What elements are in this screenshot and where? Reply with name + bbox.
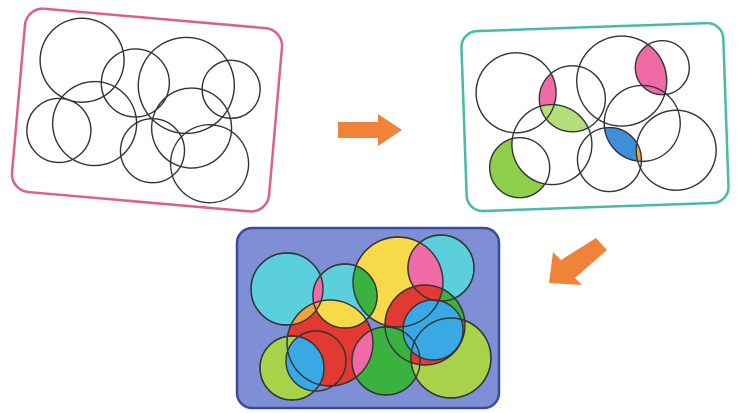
p2-circle [475, 52, 557, 134]
panel-step-3-circles [250, 234, 492, 401]
arrow-down-left-shape [549, 238, 607, 285]
p1-circle [39, 17, 125, 103]
p1-circle [51, 80, 138, 167]
panel-step-2-circles [475, 35, 717, 199]
p2-region-pink [635, 40, 669, 95]
p3-circle [286, 299, 374, 387]
arrow-down-left [549, 238, 607, 285]
p1-circle [137, 36, 235, 135]
p3-circle [352, 236, 444, 328]
p3-circle [250, 252, 324, 326]
arrow-right [338, 114, 402, 146]
p3-region-blue [286, 336, 324, 391]
p2-circle [634, 39, 690, 96]
p3-circle [285, 330, 347, 392]
p3-circle [259, 335, 325, 401]
p2-circle [603, 84, 681, 163]
p3-circle [402, 299, 464, 361]
p2-circle [576, 35, 668, 127]
p1-circle [100, 48, 171, 118]
panel-step-2 [460, 21, 730, 213]
p3-circle [351, 326, 421, 396]
p3-circle [410, 317, 492, 399]
p2-circle [635, 109, 717, 191]
p2-circle [576, 126, 643, 193]
p1-circle [169, 124, 250, 204]
p2-circle [488, 136, 551, 199]
p1-circle [119, 118, 186, 184]
arrow-right-shape [338, 114, 402, 146]
p3-circle [384, 284, 466, 366]
p2-region-light-green [538, 104, 592, 133]
panel-step-3-colored-regions [250, 234, 492, 401]
panel-step-1 [10, 7, 284, 213]
p1-circle [26, 97, 92, 164]
p2-circle [538, 65, 607, 133]
panel-step-1-circles [26, 17, 261, 204]
panel-step-3 [235, 226, 501, 410]
p3-circle [312, 263, 378, 329]
p1-circle [201, 59, 261, 120]
p2-circle [511, 103, 593, 186]
